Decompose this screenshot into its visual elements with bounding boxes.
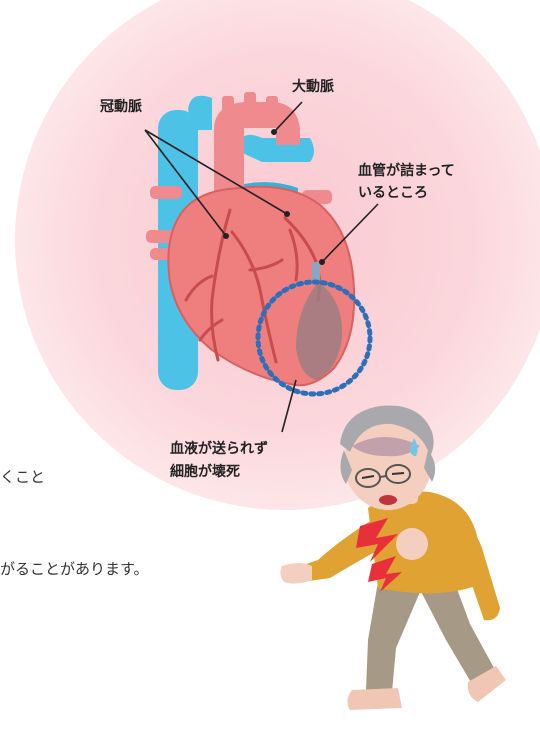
- body-text-fragment-2: がることがあります。: [0, 558, 149, 579]
- body-text-fragment-1: くこと: [0, 466, 45, 487]
- necrosis-label-line1: 血液が送られず: [170, 440, 268, 459]
- blockage-label-line2: いるところ: [358, 184, 428, 203]
- necrosis-label-line2: 細胞が壊死: [170, 463, 240, 482]
- blockage-point: [312, 262, 320, 282]
- coronary-artery-label: 冠動脈: [100, 98, 142, 117]
- aorta-label: 大動脈: [292, 78, 334, 97]
- blockage-label-line1: 血管が詰まって: [358, 162, 455, 181]
